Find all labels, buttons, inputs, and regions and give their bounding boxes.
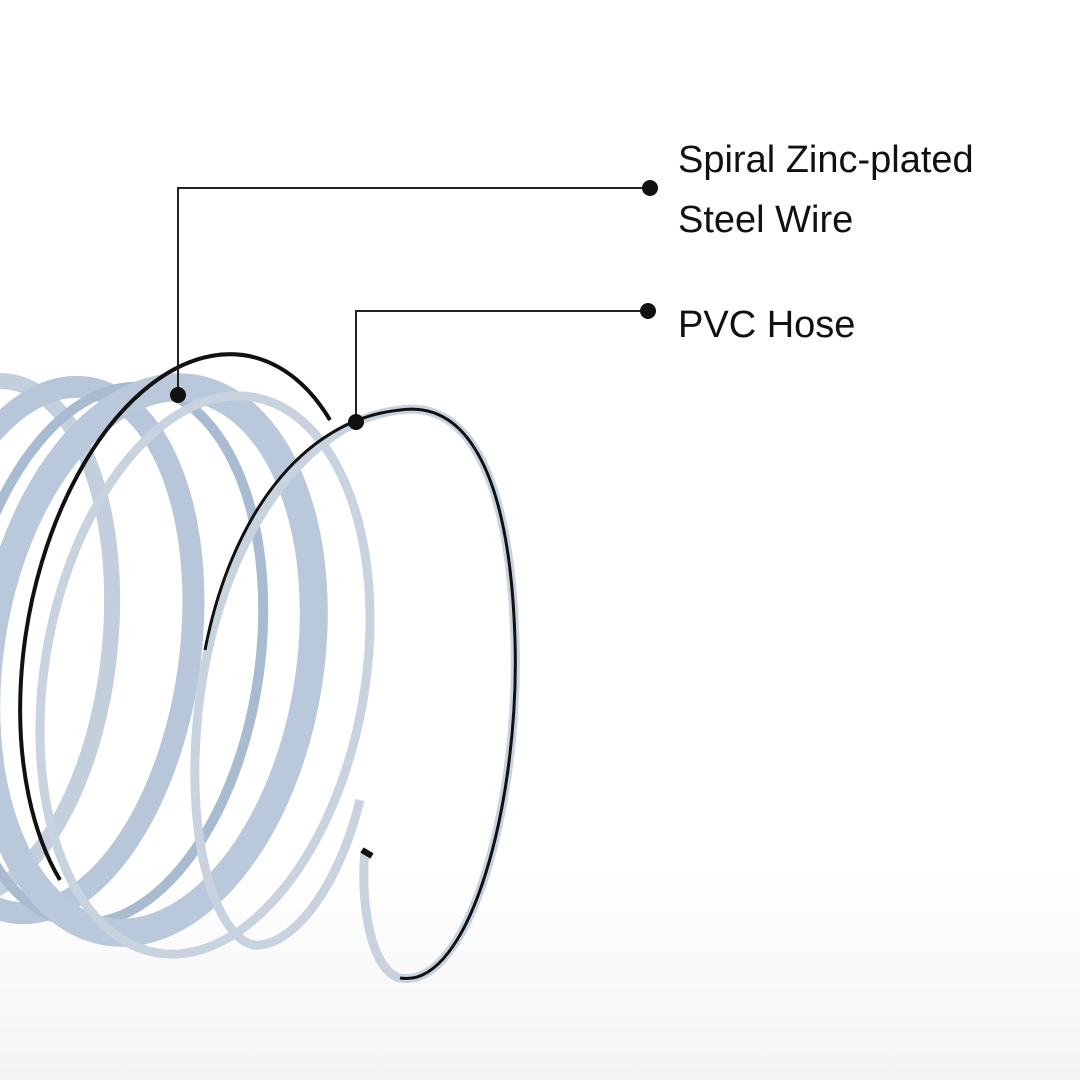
steel-wire-front — [203, 407, 517, 980]
hose-band — [0, 373, 121, 907]
wire-label: Spiral Zinc-plated Steel Wire — [678, 130, 974, 250]
wire-leader-line — [177, 187, 650, 395]
wire-end — [360, 847, 374, 859]
wire-marker-dot — [170, 387, 186, 403]
hose-marker-dot — [348, 414, 364, 430]
hose-leader-line — [355, 310, 648, 422]
hose-coils — [0, 352, 520, 983]
hose-label: PVC Hose — [678, 304, 856, 346]
wire-label-line2: Steel Wire — [678, 199, 854, 241]
leader-lines — [177, 187, 650, 422]
wire-label-line1: Spiral Zinc-plated — [678, 139, 974, 181]
hose-label-dot — [640, 303, 656, 319]
steel-wire-coil — [18, 352, 332, 882]
hose-band — [0, 375, 205, 925]
hose-coil — [35, 391, 375, 959]
wire-label-dot — [642, 180, 658, 196]
